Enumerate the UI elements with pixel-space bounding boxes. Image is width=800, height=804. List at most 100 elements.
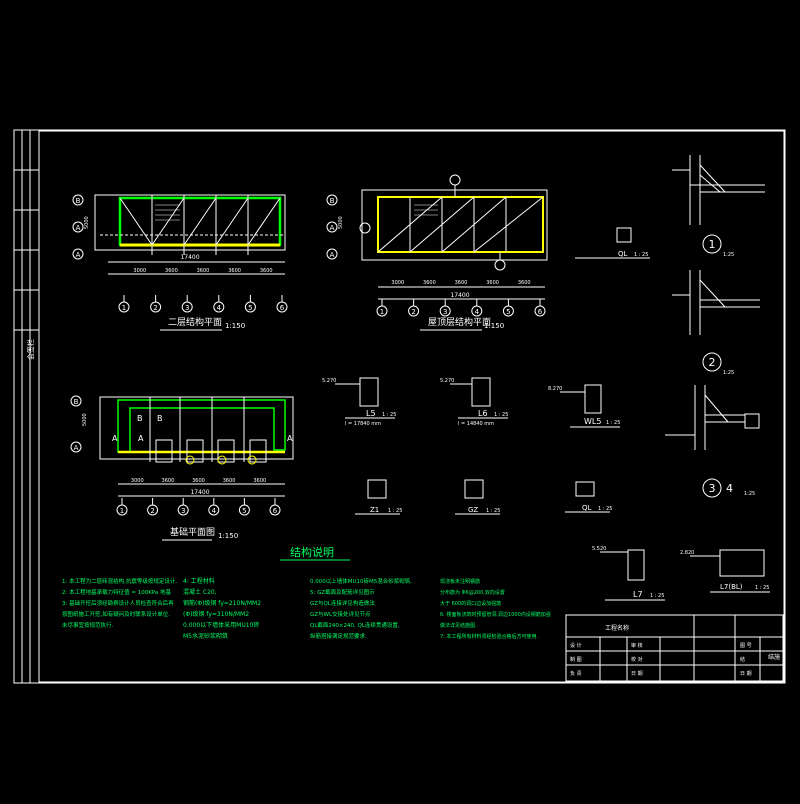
title-cell: 制 图: [570, 656, 582, 663]
second-floor-total: 17400: [180, 254, 199, 261]
title-block: [565, 614, 784, 682]
axis-label-y: B: [74, 398, 79, 406]
second-floor-scale: 1:150: [225, 322, 245, 330]
axis-bubble-y: [72, 221, 84, 233]
svg-text:1 : 25: 1 : 25: [598, 506, 612, 512]
inner-border: [38, 130, 785, 683]
section-wl5: 8.270 WL5 1 : 25: [548, 384, 620, 428]
drawing-frame: [13, 129, 786, 684]
title-sheet: 结施: [768, 653, 780, 661]
title-cell: 负 责: [570, 670, 582, 677]
axis-label: 4: [475, 308, 480, 316]
axis-bubble-y: [72, 194, 84, 206]
roof-scale: 1:150: [484, 322, 504, 330]
axis-bubble: [244, 301, 256, 313]
axis-bubble-y: [326, 194, 338, 206]
note-line: 钢筋(Φ)级钢 fy=210N/MM2: [183, 599, 261, 607]
svg-text:5.520: 5.520: [592, 546, 606, 552]
note-line: QL截面240×240, QL连续贯通设置,: [310, 621, 400, 629]
detail-3-4-label: 3 4 1:25: [702, 478, 755, 498]
section-mark-a-mid: A: [138, 434, 144, 443]
bay-dim: 3600: [197, 268, 210, 274]
axis-bubble: [116, 504, 128, 516]
bay-dim: 3600: [518, 280, 531, 286]
section-mark-a-right: A: [287, 434, 293, 443]
bay-dim: 3000: [133, 268, 146, 274]
svg-text:L5: L5: [366, 409, 376, 418]
axis-bubble-y: [326, 221, 338, 233]
foundation-total: 17400: [190, 489, 209, 496]
note-line: 纵筋搭接满足规范要求.: [310, 632, 367, 640]
note-line: 混凝土 C20,: [183, 588, 217, 596]
section-ql-top: QL 1 : 25: [575, 227, 650, 259]
note-line: 6: 楼面板浇筑时预留管洞,洞边1000内设钢筋加强: [440, 611, 551, 618]
svg-text:1 : 25: 1 : 25: [650, 593, 664, 599]
axis-label: 4: [212, 507, 217, 515]
depth-dim: 5000: [84, 216, 90, 229]
axis-bubble: [534, 305, 546, 317]
axis-label-y: A: [76, 224, 81, 232]
axis-bubble: [181, 301, 193, 313]
axis-label: 4: [217, 304, 222, 312]
note-line: 做法详见结施图.: [440, 622, 477, 629]
axis-label: 3: [181, 507, 185, 515]
note-line: 7: 本工程所有材料须经检验合格后方可使用.: [440, 633, 538, 640]
title-right-cell: 图 号: [740, 643, 752, 649]
note-line: 2: 本工程地基承载力特征值 = 100KPa 地基: [62, 588, 171, 596]
roof-title: 屋顶层结构平面: [428, 316, 491, 328]
axis-label: 6: [280, 304, 285, 312]
title-cell: 日 期: [631, 671, 643, 677]
svg-text:L7(BL): L7(BL): [720, 583, 743, 591]
bay-dim: 3600: [260, 268, 273, 274]
title-cell: 校 对: [631, 656, 643, 663]
title-right-cell: 日 期: [740, 671, 752, 677]
note-line: GZ与QL连接详见构造做法: [310, 599, 375, 607]
svg-text:Z1: Z1: [370, 506, 379, 514]
note-line: 5: GZ截面及配筋详见图示: [310, 588, 375, 596]
svg-text:1 : 25: 1 : 25: [606, 420, 620, 426]
axis-label: 1: [380, 308, 384, 316]
axis-label-y: A: [76, 251, 81, 259]
svg-text:l = 14840 mm: l = 14840 mm: [458, 421, 494, 427]
note-line: GZ与WL交接处详见节点: [310, 610, 371, 618]
notes-heading: 结构说明: [290, 545, 334, 559]
axis-label: 1: [120, 507, 124, 515]
axis-label: 5: [242, 507, 246, 515]
svg-text:4: 4: [726, 482, 733, 495]
note-line: 按图纸施工开挖,如有疑问及时联系设计单位.: [62, 610, 170, 618]
svg-text:3: 3: [709, 482, 716, 495]
section-l7-alt: 2.820 L7(BL) 1 : 25: [680, 549, 770, 593]
axis-bubble-y: [70, 395, 82, 407]
depth-dim: 5000: [338, 216, 344, 229]
notes-column-1: 1: 本工程为二层砖混结构,抗震等级按规定设计.2: 本工程地基承载力特征值 =…: [62, 577, 177, 629]
section-z1: Z1 1 : 25: [355, 479, 402, 515]
axis-bubble: [118, 301, 130, 313]
axis-label: 5: [248, 304, 252, 312]
detail-1: [672, 155, 765, 225]
svg-text:1: 1: [709, 238, 716, 251]
axis-label: 2: [150, 507, 154, 515]
axis-label: 2: [411, 308, 415, 316]
sidebar-label: 会签栏: [26, 339, 35, 360]
axis-bubble: [502, 305, 514, 317]
notes-column-3: 0.000以上墙体MU10砖M5混合砂浆砌筑.5: GZ截面及配筋详见图示 GZ…: [310, 577, 412, 640]
note-line: (Φ)级钢 fy=310N/MM2: [183, 610, 249, 618]
axis-bubble: [238, 504, 250, 516]
svg-text:1 : 25: 1 : 25: [755, 585, 769, 591]
note-line: 0.000以下墙体采用MU10砖: [183, 621, 259, 629]
title-project: 工程名称: [605, 624, 629, 632]
axis-label: 6: [273, 507, 278, 515]
axis-bubble-y: [70, 441, 82, 453]
note-line: 现浇板未注明钢筋: [440, 578, 480, 585]
axis-bubble: [147, 504, 159, 516]
axis-label-y: B: [76, 197, 81, 205]
svg-text:L6: L6: [478, 409, 488, 418]
svg-text:1:25: 1:25: [744, 491, 755, 497]
axis-bubble-y: [326, 248, 338, 260]
